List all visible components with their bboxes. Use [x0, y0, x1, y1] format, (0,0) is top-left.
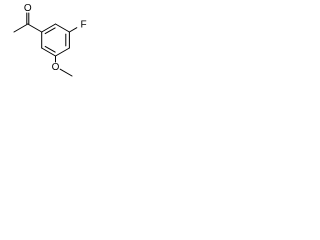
ring-bond-1 [41, 23, 56, 33]
ring-bond-4 [55, 47, 70, 57]
molecule-diagram: O F O [0, 0, 97, 83]
ring-bond-5 [41, 47, 56, 57]
acetyl-carbon-bond [27, 23, 43, 33]
ring-inner-double-1 [44, 27, 56, 35]
atom-labels: O F O [24, 3, 87, 73]
structure-svg: O F O [13, 3, 87, 77]
fluorine-label: F [80, 20, 86, 31]
methyl-bond [13, 23, 29, 33]
ether-oxygen-label: O [52, 62, 60, 73]
ring-bond-2 [55, 23, 70, 33]
methoxy-methyl-bond [59, 68, 73, 77]
ring-inner-double-3 [44, 45, 56, 53]
bonds [13, 12, 78, 77]
fluorine-bond [68, 27, 78, 33]
ketone-oxygen-label: O [24, 3, 32, 14]
